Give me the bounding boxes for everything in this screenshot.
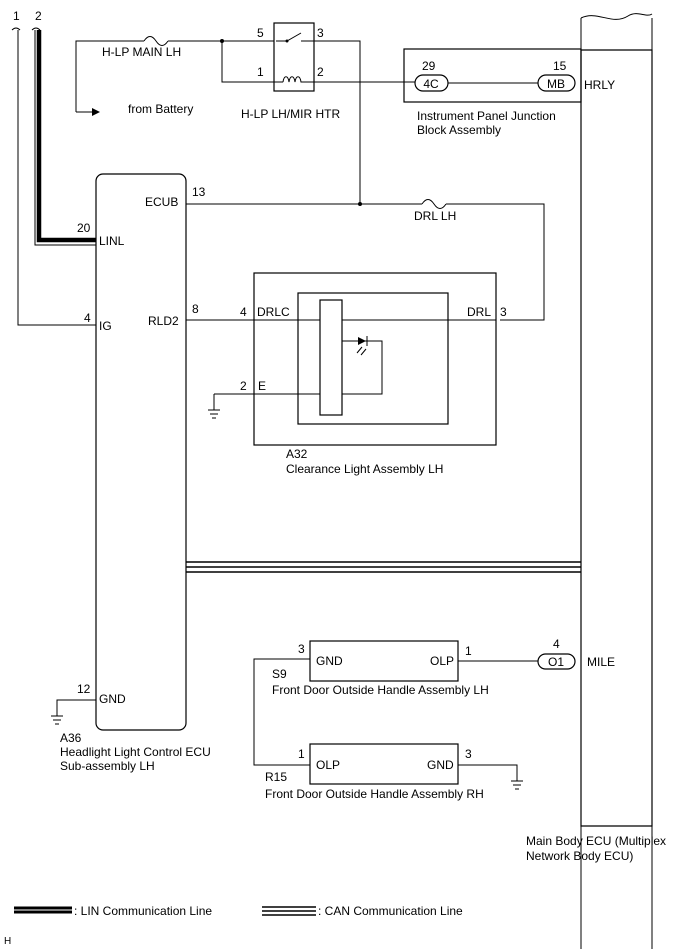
wire-label-2: 2 xyxy=(35,9,42,23)
ecu-pin-20: 20 xyxy=(77,221,91,235)
junction-block-box xyxy=(403,48,582,103)
fuse-hlp-main-label: H-LP MAIN LH xyxy=(102,45,181,59)
fuse-drl-label: DRL LH xyxy=(414,209,456,223)
clearance-light-inner-box xyxy=(297,292,449,425)
junction-dot-ecub xyxy=(358,202,362,206)
cl-pin-4: 4 xyxy=(240,305,247,319)
handle-lh-code: S9 xyxy=(272,667,287,681)
handle-link-wire xyxy=(253,658,310,766)
legend-can-icon xyxy=(262,906,316,916)
headlight-ecu-box xyxy=(95,173,187,731)
connector-o1-label: O1 xyxy=(548,655,564,669)
cl-terminal-drl: DRL xyxy=(467,305,491,319)
handle-lh-pin-3: 3 xyxy=(298,642,305,656)
main-body-ecu-box xyxy=(580,49,653,827)
ecu-pin-13: 13 xyxy=(192,185,206,199)
clearance-light-module xyxy=(319,299,343,416)
led-emission-icon xyxy=(356,336,368,356)
relay-pin-5: 5 xyxy=(257,26,264,40)
handle-rh-ground-icon xyxy=(458,764,523,790)
handle-rh-code: R15 xyxy=(265,770,287,784)
relay-switch-contact xyxy=(285,39,289,43)
ecu-code: A36 xyxy=(60,731,82,745)
ecu-terminal-ig: IG xyxy=(99,319,112,333)
jb-name-line2: Block Assembly xyxy=(417,123,501,137)
clearance-light-code: A32 xyxy=(286,447,308,461)
battery-wire-left xyxy=(75,40,144,112)
relay-box xyxy=(273,22,315,92)
relay-name: H-LP LH/MIR HTR xyxy=(241,107,340,121)
connector-o1 xyxy=(537,653,576,670)
led-icon xyxy=(358,337,366,345)
connector-mb-label: MB xyxy=(547,77,565,91)
main-body-ecu-break-top xyxy=(580,13,653,20)
legend-lin-label: : LIN Communication Line xyxy=(74,904,212,918)
lin-wire xyxy=(36,30,96,243)
clearance-ground-icon xyxy=(208,394,220,419)
ecu-pin-12: 12 xyxy=(77,682,91,696)
fuse-hlp-main-icon xyxy=(143,36,169,46)
legend-can-label: : CAN Communication Line xyxy=(318,904,463,918)
led-loop-wire xyxy=(342,340,383,395)
handle-lh-olp: OLP xyxy=(430,654,454,668)
mile-terminal: MILE xyxy=(587,655,615,669)
main-body-ecu-side-lines xyxy=(580,18,653,949)
fuse-drl-icon xyxy=(421,199,447,209)
arrow-icon xyxy=(92,108,100,116)
connector-mb xyxy=(537,74,576,92)
ecu-name-line1: Headlight Light Control ECU xyxy=(60,745,211,759)
ecu-pin-4: 4 xyxy=(84,311,91,325)
clearance-light-outer-box xyxy=(253,272,497,446)
wire-label-1: 1 xyxy=(13,9,20,23)
jb-pin-15: 15 xyxy=(553,59,567,73)
handle-rh-pin-3: 3 xyxy=(465,747,472,761)
ecu-ground-icon xyxy=(51,699,96,725)
jb-name-line1: Instrument Panel Junction xyxy=(417,109,556,123)
relay-pin-3: 3 xyxy=(317,26,324,40)
connector-4c-label: 4C xyxy=(423,77,439,91)
handle-lh-gnd: GND xyxy=(316,654,343,668)
ecu-pin-8: 8 xyxy=(192,302,199,316)
from-battery-label: from Battery xyxy=(128,102,193,116)
mbe-pin-4: 4 xyxy=(553,637,560,651)
handle-rh-pin-1: 1 xyxy=(298,747,305,761)
drl-wire xyxy=(446,203,545,321)
handle-rh-olp: OLP xyxy=(316,758,340,772)
jb-pin-29: 29 xyxy=(422,59,436,73)
ecu-terminal-linl: LINL xyxy=(99,234,125,248)
clearance-light-name: Clearance Light Assembly LH xyxy=(286,462,443,476)
ig-wire xyxy=(17,30,96,326)
relay-pin-2: 2 xyxy=(317,65,324,79)
main-body-ecu-name-line2: Network Body ECU) xyxy=(526,849,633,863)
can-line xyxy=(186,561,581,573)
cl-pin-2: 2 xyxy=(240,379,247,393)
lin-wire-ref xyxy=(34,30,96,246)
footer-mark: H xyxy=(4,936,11,947)
ecu-name-line2: Sub-assembly LH xyxy=(60,759,155,773)
cl-pin-3: 3 xyxy=(500,305,507,319)
relay-out-wire xyxy=(314,40,361,204)
wire-break-marks xyxy=(11,27,41,31)
handle-rh-gnd: GND xyxy=(427,758,454,772)
relay-pin-1: 1 xyxy=(257,65,264,79)
handle-rh-box xyxy=(309,743,459,785)
cl-terminal-drlc: DRLC xyxy=(257,305,290,319)
cl-terminal-e: E xyxy=(258,379,266,393)
main-body-ecu-name-line1: Main Body ECU (Multiplex xyxy=(526,834,666,848)
handle-lh-pin-1: 1 xyxy=(465,644,472,658)
ecu-terminal-rld2: RLD2 xyxy=(148,314,179,328)
handle-rh-name: Front Door Outside Handle Assembly RH xyxy=(265,787,484,801)
handle-lh-name: Front Door Outside Handle Assembly LH xyxy=(272,683,489,697)
relay-coil-icon xyxy=(221,41,314,83)
legend-lin-icon xyxy=(14,906,72,914)
hrly-terminal: HRLY xyxy=(584,78,615,92)
ecu-terminal-gnd: GND xyxy=(99,692,126,706)
ecu-terminal-ecub: ECUB xyxy=(145,195,178,209)
